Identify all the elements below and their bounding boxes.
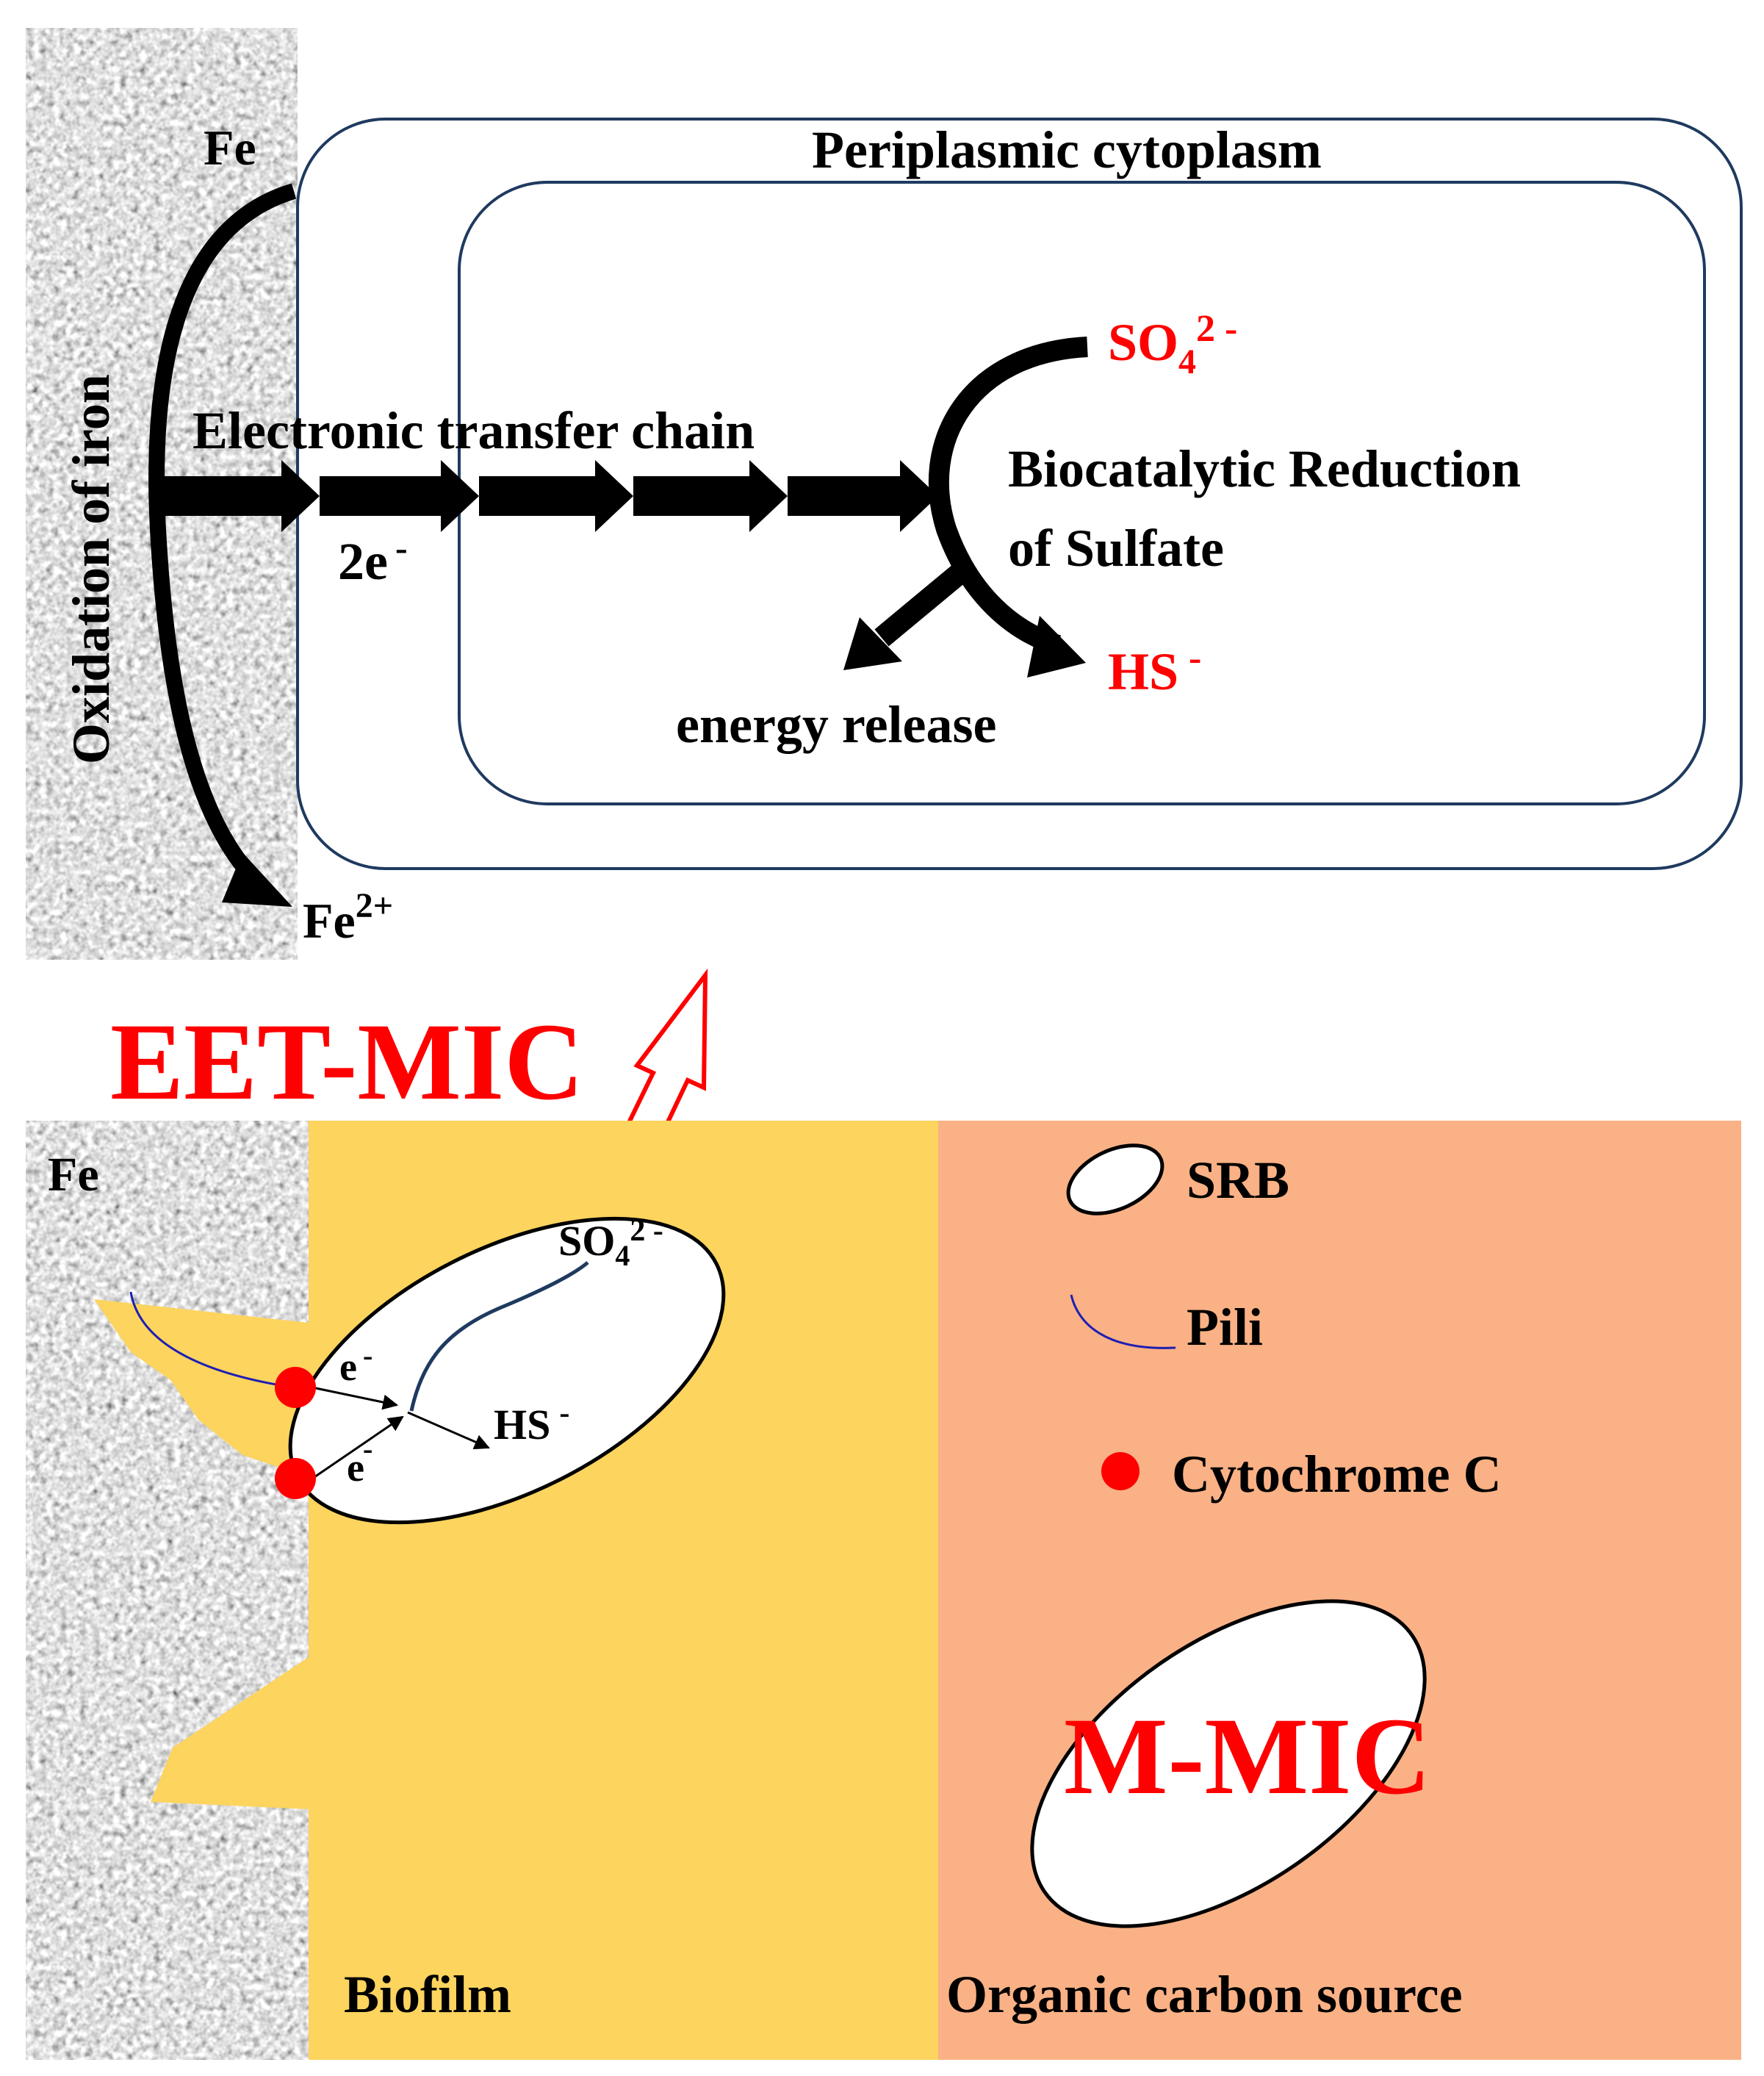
legend-pili-icon <box>1070 1294 1176 1349</box>
energy-release-arrowhead <box>843 617 902 670</box>
biofilm-wedge-upper <box>94 1299 309 1477</box>
organic-label: Organic carbon source <box>946 1965 1463 2024</box>
legend-srb-label: SRB <box>1187 1151 1289 1210</box>
energy-label: energy release <box>676 695 996 754</box>
reduction-label-line1: Biocatalytic Reduction <box>1008 439 1521 498</box>
two-e-label: 2e- <box>338 527 408 591</box>
fe2-label: Fe2+ <box>303 886 393 949</box>
eet-hollow-arrow <box>621 968 708 1143</box>
biofilm-label: Biofilm <box>344 1965 511 2024</box>
so4-label-top: SO42 - <box>1108 308 1237 381</box>
pili-internal <box>409 1261 589 1412</box>
fe-label-bottom: Fe <box>48 1148 99 1202</box>
legend-cytochrome-label: Cytochrome C <box>1172 1445 1502 1504</box>
pili-external <box>129 1291 295 1389</box>
legend-cytochrome-icon <box>1101 1452 1140 1490</box>
srb-cell-planktonic <box>1030 1599 1427 1928</box>
oxidation-arc <box>148 183 297 888</box>
electron-arrow-2 <box>312 1415 404 1480</box>
oxidation-label: Oxidation of iron <box>62 374 120 764</box>
reduction-label-line2: of Sulfate <box>1008 519 1224 578</box>
hs-arrow <box>407 1411 490 1450</box>
fe-label-top: Fe <box>204 120 256 176</box>
legend-pili-label: Pili <box>1187 1298 1263 1357</box>
oxidation-arrowhead <box>222 852 292 907</box>
cytochrome-dot-2 <box>275 1458 316 1499</box>
organic-carbon-region <box>938 1121 1741 2060</box>
legend-srb-icon <box>1066 1143 1164 1215</box>
periplasm-label: Periplasmic cytoplasm <box>812 121 1322 179</box>
cell-e-label-1: e- <box>339 1339 372 1389</box>
iron-surface-bottom <box>26 1121 309 2060</box>
m-mic-label: M-MIC <box>1064 1695 1431 1817</box>
cytochrome-dot-1 <box>275 1367 316 1408</box>
etc-label: Electronic transfer chain <box>192 401 755 460</box>
cell-hs-label: HS- <box>494 1396 569 1448</box>
sulfate-reduction-arrowhead <box>1027 616 1086 678</box>
energy-release-shaft <box>874 561 971 647</box>
cell-e-label-2: e- <box>347 1432 372 1490</box>
electron-arrow-1 <box>312 1386 399 1410</box>
sulfate-reduction-arc <box>928 337 1088 656</box>
cell-so4-label: SO42 - <box>558 1214 663 1272</box>
hs-label-top: HS- <box>1108 637 1201 701</box>
electron-transfer-arrows <box>158 460 938 532</box>
biofilm-wedge-lower <box>151 1657 309 1809</box>
eet-mic-label: EET-MIC <box>110 1001 584 1123</box>
